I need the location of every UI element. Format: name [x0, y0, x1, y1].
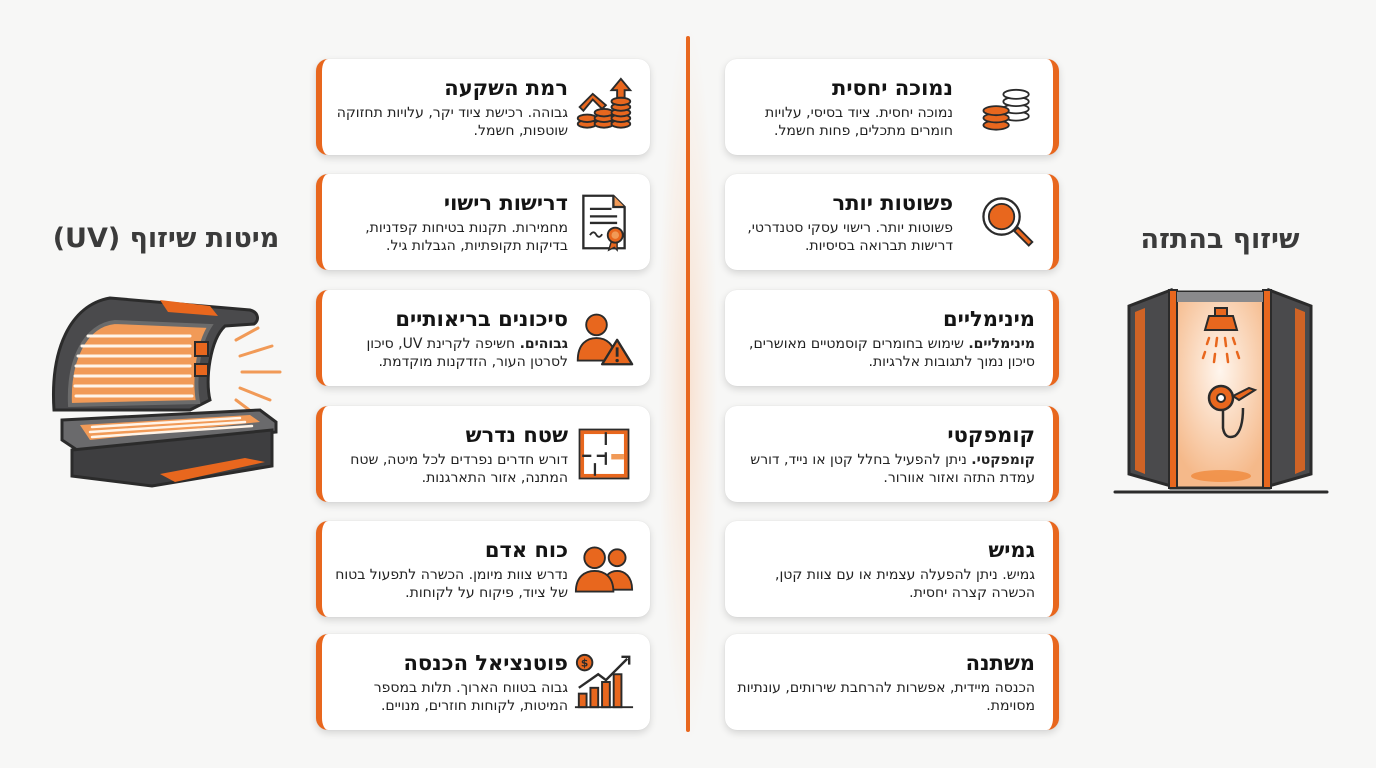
spray-card-revenue-potential: משתנה הכנסה מיידית, אפשרות להרחבת שירותי…: [725, 634, 1059, 730]
tanning-bed-illustration: [40, 280, 290, 495]
svg-text:$: $: [581, 657, 588, 670]
spray-card-investment: נמוכה יחסית נמוכה יחסית. ציוד בסיסי, עלו…: [725, 59, 1059, 155]
card-description: גבוהים. חשיפה לקרינת UV, סיכון לסרטן העו…: [366, 335, 568, 370]
card-title: גמיש: [988, 537, 1035, 562]
card-description: מחמירות. תקנות בטיחות קפדניות, בדיקות תק…: [365, 219, 568, 254]
card-title: מינימליים: [943, 306, 1035, 331]
uv-card-revenue-potential: $ פוטנציאל הכנסה גבוה בטווח הארוך. תלות …: [316, 634, 650, 730]
spray-card-staffing: גמיש גמיש. ניתן להפעלה עצמית או עם צוות …: [725, 521, 1059, 617]
uv-card-licensing: דרישות רישוי מחמירות. תקנות בטיחות קפדני…: [316, 174, 650, 270]
magnifier-icon: [975, 190, 1039, 254]
coins-stack-icon: [975, 75, 1039, 139]
uv-beds-title: מיטות שיזוף (UV): [52, 223, 280, 254]
floor-plan-icon: [572, 422, 636, 486]
card-title: שטח נדרש: [465, 422, 568, 447]
card-description: פשוטות יותר. רישוי עסקי סטנדרטי, דרישות …: [747, 219, 953, 254]
card-title: פוטנציאל הכנסה: [403, 650, 568, 675]
card-title: פשוטות יותר: [832, 190, 953, 215]
card-title: רמת השקעה: [444, 75, 568, 100]
card-title: כוח אדם: [484, 537, 568, 562]
card-description: דורש חדרים נפרדים לכל מיטה, שטח המתנה, א…: [350, 451, 568, 486]
uv-card-space-required: שטח נדרש דורש חדרים נפרדים לכל מיטה, שטח…: [316, 406, 650, 502]
staff-people-icon: [572, 537, 636, 601]
card-title: נמוכה יחסית: [832, 75, 953, 100]
uv-card-staffing: כוח אדם נדרש צוות מיומן. הכשרה לתפעול בט…: [316, 521, 650, 617]
spray-card-space-required: קומפקטי קומפקטי. ניתן להפעיל בחלל קטן או…: [725, 406, 1059, 502]
spray-tan-booth-illustration: [1105, 278, 1335, 503]
card-description: מינימליים. שימוש בחומרים קוסמטיים מאושרי…: [749, 335, 1035, 370]
spray-tan-title: שיזוף בהתזה: [1140, 224, 1300, 255]
uv-card-health-risks: סיכונים בריאותיים גבוהים. חשיפה לקרינת U…: [316, 290, 650, 386]
center-divider: [686, 36, 690, 732]
card-description: הכנסה מיידית, אפשרות להרחבת שירותים, עונ…: [737, 679, 1035, 714]
card-description: גמיש. ניתן להפעלה עצמית או עם צוות קטן, …: [775, 566, 1035, 601]
card-title: סיכונים בריאותיים: [395, 306, 568, 331]
certificate-document-icon: [572, 190, 636, 254]
card-description: נמוכה יחסית. ציוד בסיסי, עלויות חומרים מ…: [765, 104, 953, 139]
coins-growth-icon: [572, 75, 636, 139]
spray-card-licensing: פשוטות יותר פשוטות יותר. רישוי עסקי סטנד…: [725, 174, 1059, 270]
card-description: קומפקטי. ניתן להפעיל בחלל קטן או נייד, ד…: [750, 451, 1035, 486]
card-title: קומפקטי: [947, 422, 1035, 447]
card-description: גבוהה. רכישת ציוד יקר, עלויות תחזוקה שוט…: [336, 104, 568, 139]
card-description: נדרש צוות מיומן. הכשרה לתפעול בטוח של צי…: [335, 566, 568, 601]
uv-card-investment: רמת השקעה גבוהה. רכישת ציוד יקר, עלויות …: [316, 59, 650, 155]
card-title: דרישות רישוי: [443, 190, 568, 215]
spray-card-health-risks: מינימליים מינימליים. שימוש בחומרים קוסמט…: [725, 290, 1059, 386]
revenue-chart-icon: $: [572, 650, 636, 714]
card-description: גבוה בטווח הארוך. תלות במספר המיטות, לקו…: [373, 679, 568, 714]
person-warning-icon: [572, 306, 636, 370]
card-title: משתנה: [965, 650, 1035, 675]
